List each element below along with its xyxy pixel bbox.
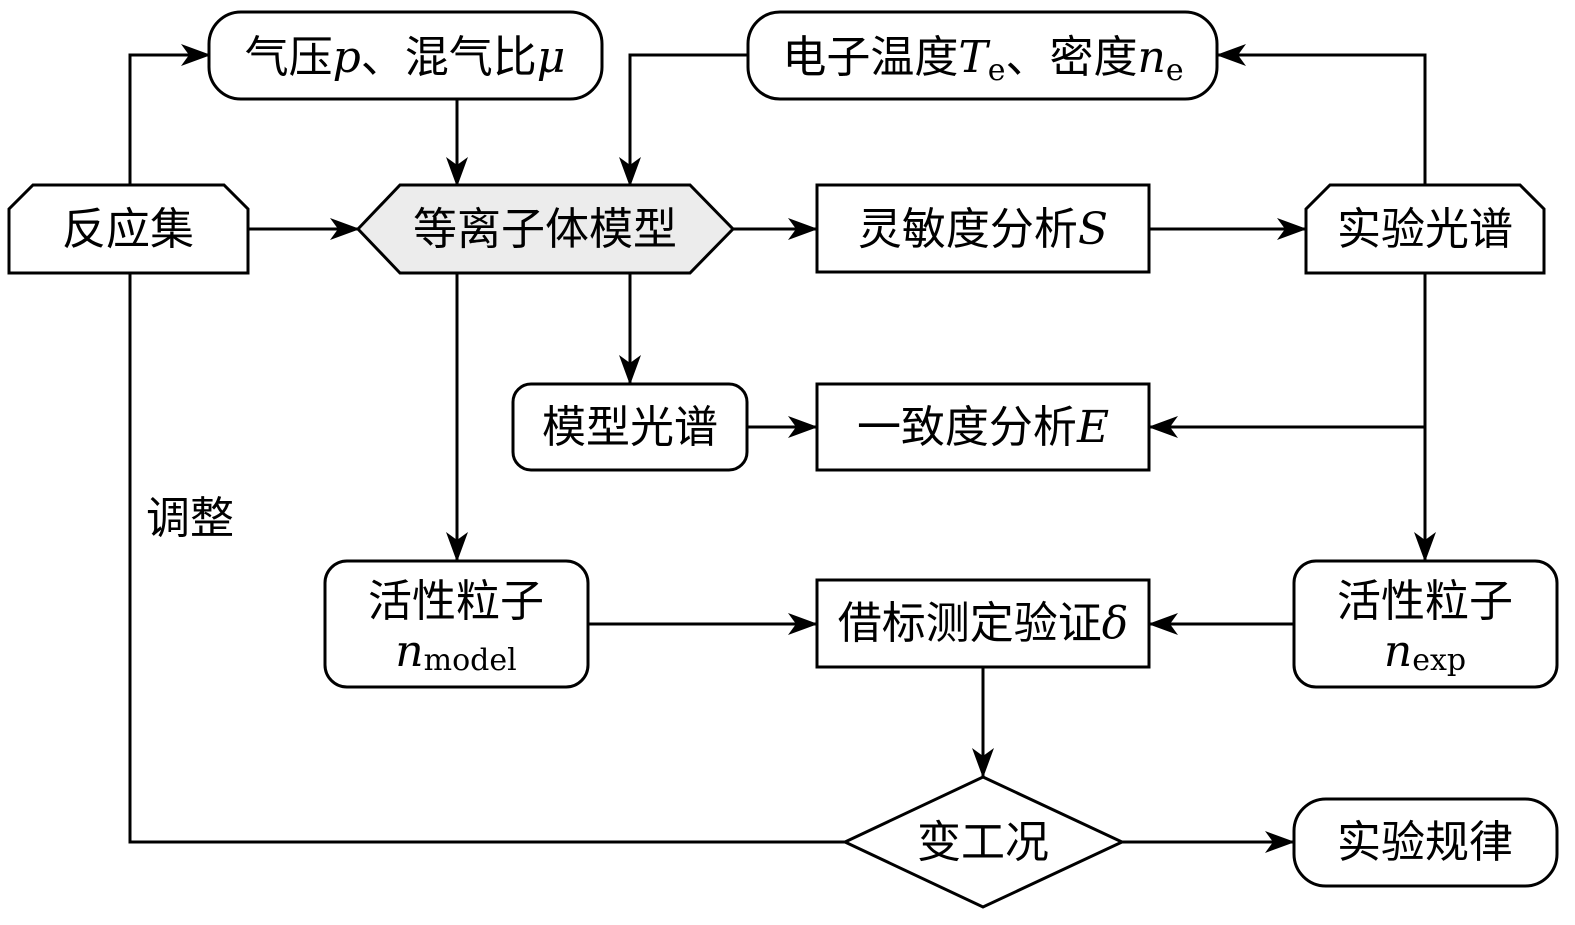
node-experimental-law: 实验规律 — [1292, 797, 1559, 888]
node-active-exp-label: 活性粒子 — [1337, 576, 1513, 627]
edge-vary-to-reaction — [128, 273, 845, 844]
node-active-model-var: nmodel — [395, 626, 516, 678]
node-active-exp-var: nexp — [1384, 626, 1466, 678]
node-vary-conditions-label: 变工况 — [917, 817, 1049, 868]
node-electron-label: 电子温度Te、密度ne — [782, 32, 1183, 88]
edge-electron-to-model — [619, 53, 748, 187]
node-sensitivity-analysis: 灵敏度分析S — [815, 183, 1151, 274]
node-active-particles-model: 活性粒子 nmodel — [323, 559, 590, 689]
node-plasma-model: 等离子体模型 — [355, 183, 736, 275]
node-pressure-mix-ratio: 气压p、混气比μ — [207, 10, 604, 101]
node-consistency-analysis: 一致度分析E — [815, 382, 1151, 472]
node-experimental-spectrum: 实验光谱 — [1304, 183, 1546, 275]
edge-reaction-to-pressure — [128, 44, 211, 185]
node-reaction-set-label: 反应集 — [62, 204, 194, 255]
node-reaction-set: 反应集 — [7, 183, 250, 275]
node-vary-conditions: 变工况 — [841, 775, 1126, 909]
edges — [128, 44, 1436, 853]
node-active-particles-exp: 活性粒子 nexp — [1292, 559, 1559, 689]
node-active-model-label: 活性粒子 — [368, 576, 544, 627]
node-sensitivity-label: 灵敏度分析S — [858, 204, 1108, 255]
node-electron-temp-density: 电子温度Te、密度ne — [746, 10, 1219, 101]
edge-expspectrum-to-electron — [1216, 44, 1427, 185]
node-model-spectrum: 模型光谱 — [511, 382, 749, 472]
node-exp-law-label: 实验规律 — [1337, 817, 1513, 868]
node-actinometry-verification: 借标测定验证δ — [815, 578, 1151, 669]
node-actinometry-label: 借标测定验证δ — [838, 598, 1129, 649]
node-model-spectrum-label: 模型光谱 — [542, 402, 718, 453]
edge-label-adjust: 调整 — [146, 493, 234, 544]
node-plasma-model-label: 等离子体模型 — [413, 204, 677, 255]
node-pressure-label: 气压p、混气比μ — [245, 32, 566, 83]
node-consistency-label: 一致度分析E — [857, 402, 1109, 453]
node-exp-spectrum-label: 实验光谱 — [1337, 204, 1513, 255]
